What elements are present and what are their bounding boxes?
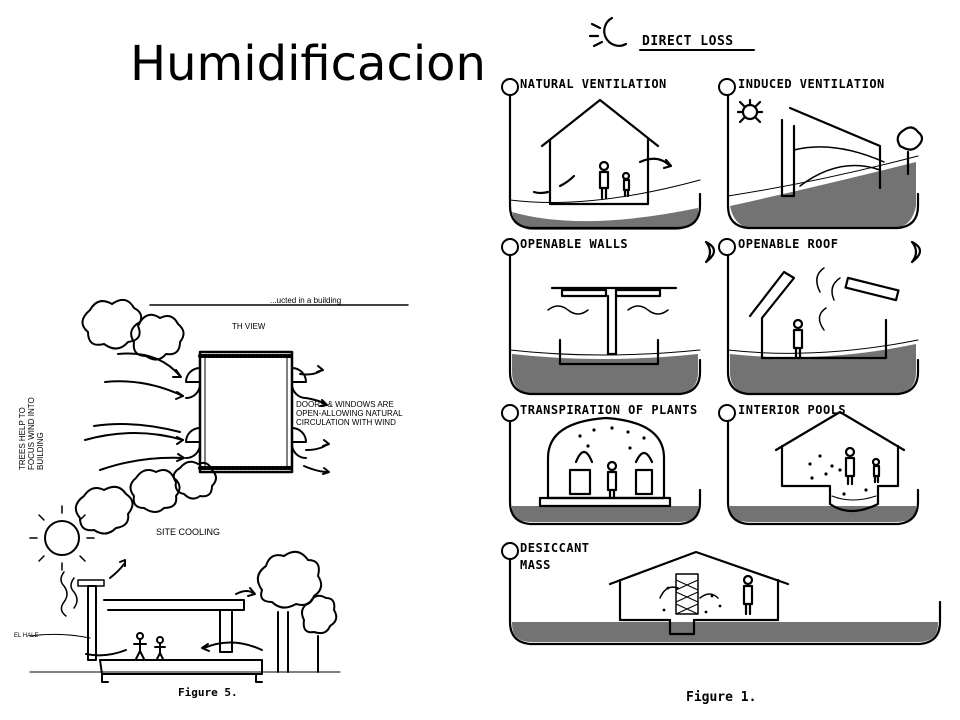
doors-note-line: CIRCULATION WITH WIND bbox=[296, 418, 396, 427]
panel-bullet-icon bbox=[501, 542, 519, 560]
panel-label: OPENABLE ROOF bbox=[738, 237, 839, 251]
person-icon bbox=[606, 460, 618, 500]
panel-label: DESICCANT bbox=[520, 541, 590, 555]
panel-label: INDUCED VENTILATION bbox=[738, 77, 885, 91]
panel-bullet-icon bbox=[501, 238, 519, 256]
tree-icon bbox=[129, 469, 181, 513]
doors-note: DOORS & WINDOWS ARE OPEN-ALLOWING NATURA… bbox=[296, 400, 403, 427]
plan-label: TH VIEW bbox=[232, 322, 266, 331]
ground-note: EL HALE bbox=[14, 633, 39, 639]
sun-moon-icon bbox=[588, 16, 628, 48]
panel-label: INTERIOR POOLS bbox=[738, 403, 847, 417]
doors-note-line: OPEN-ALLOWING NATURAL bbox=[296, 409, 403, 418]
hatched-ground bbox=[512, 162, 938, 642]
panel-label: MASS bbox=[520, 558, 551, 572]
panel-transpiration-of-plants bbox=[508, 414, 702, 526]
tree-icon bbox=[256, 550, 323, 673]
slide-title: Humidificacion bbox=[130, 36, 486, 92]
person-icon bbox=[621, 171, 631, 198]
person-icon bbox=[154, 636, 166, 660]
sun-icon bbox=[736, 98, 764, 124]
panel-label: NATURAL VENTILATION bbox=[520, 77, 667, 91]
person-icon bbox=[598, 160, 610, 200]
site-cooling-label: SITE COOLING bbox=[156, 527, 221, 537]
panel-bullet-icon bbox=[718, 404, 736, 422]
panel-bullet-icon bbox=[501, 78, 519, 96]
person-icon bbox=[792, 318, 804, 360]
panel-desiccant-mass bbox=[508, 550, 942, 646]
figure-1-caption: Figure 1. bbox=[686, 690, 757, 705]
panel-label: OPENABLE WALLS bbox=[520, 237, 629, 251]
panel-label: TRANSPIRATION OF PLANTS bbox=[520, 403, 698, 417]
moon-icon bbox=[704, 240, 716, 264]
tree-icon bbox=[301, 594, 338, 673]
person-icon bbox=[871, 457, 881, 484]
panel-bullet-icon bbox=[718, 238, 736, 256]
panel-bullet-icon bbox=[718, 78, 736, 96]
panel-bullet-icon bbox=[501, 404, 519, 422]
panel-natural-ventilation bbox=[508, 84, 702, 230]
panel-openable-walls bbox=[508, 240, 716, 396]
moon-icon bbox=[910, 240, 922, 264]
doors-note-line: DOORS & WINDOWS ARE bbox=[296, 400, 394, 409]
person-icon bbox=[742, 574, 754, 616]
figure-5-caption: Figure 5. bbox=[178, 686, 238, 699]
sun-icon bbox=[29, 505, 95, 571]
left-header-text: ...ucted in a building bbox=[270, 296, 342, 305]
direct-loss-header: DIRECT LOSS bbox=[642, 34, 734, 49]
tree-icon bbox=[81, 298, 143, 350]
tree-icon bbox=[130, 313, 185, 361]
spray-dots bbox=[578, 426, 868, 614]
person-icon bbox=[133, 632, 147, 660]
person-icon bbox=[844, 446, 856, 486]
